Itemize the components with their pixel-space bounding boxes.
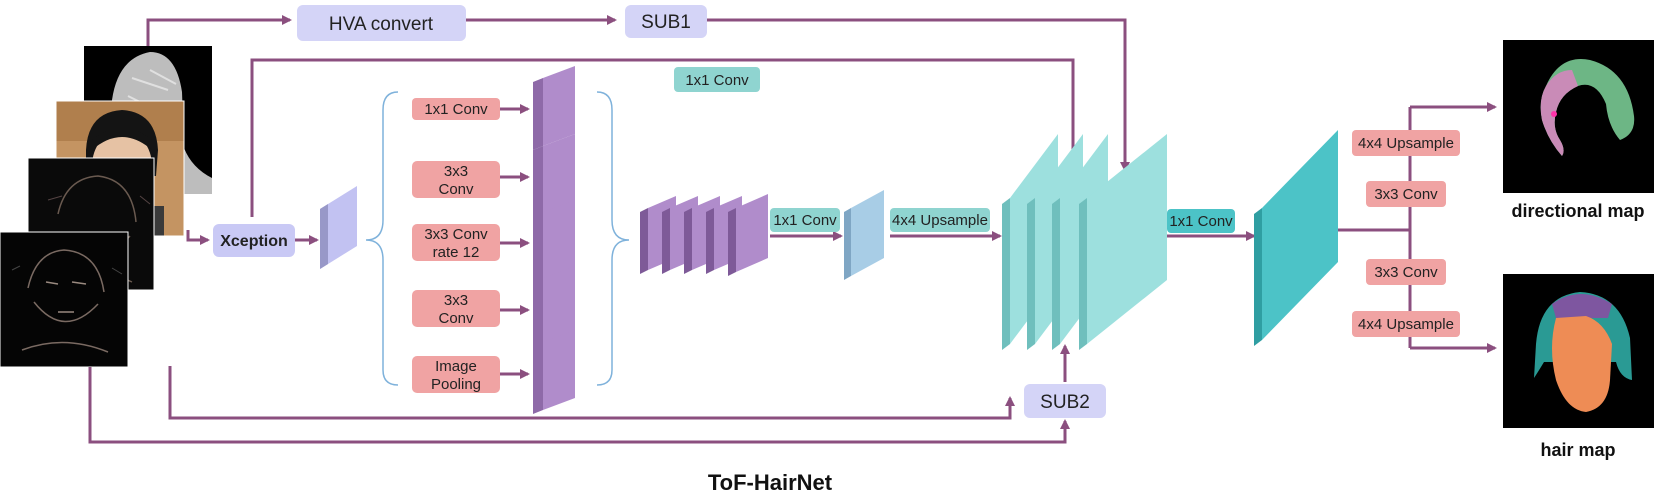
svg-text:SUB1: SUB1 (641, 12, 691, 33)
feature-block-xception-out (320, 186, 357, 269)
dir-upsample-box: 4x4 Upsample (1352, 130, 1460, 156)
svg-text:HVA convert: HVA convert (329, 14, 434, 35)
right-brace (596, 91, 630, 386)
dir-conv-box: 3x3 Conv (1366, 181, 1446, 207)
svg-text:3x3 Conv: 3x3 Conv (1374, 264, 1438, 281)
svg-text:1x1 Conv: 1x1 Conv (685, 72, 749, 89)
upsample-mid-box: 4x4 Upsample (890, 208, 990, 232)
svg-text:4x4 Upsample: 4x4 Upsample (1358, 316, 1454, 333)
xception-box: Xception (213, 224, 295, 257)
aspp-feature-blocks (533, 66, 575, 414)
svg-text:SUB2: SUB2 (1040, 392, 1090, 413)
svg-text:Conv: Conv (438, 310, 474, 327)
svg-text:1x1 Conv: 1x1 Conv (773, 212, 837, 229)
svg-text:4x4 Upsample: 4x4 Upsample (892, 212, 988, 229)
low-level-feature-block (844, 190, 884, 280)
input-images (0, 46, 212, 368)
hair-map-image (1503, 274, 1654, 428)
directional-map-image (1503, 40, 1654, 193)
hair-map-label: hair map (1540, 440, 1615, 460)
aspp-3x3-conv-box: 3x3 Conv (412, 161, 500, 198)
hva-convert-box: HVA convert (297, 5, 466, 41)
diagram-title: ToF-HairNet (708, 470, 833, 495)
edge-image-b (0, 231, 129, 368)
svg-text:rate 12: rate 12 (433, 244, 480, 261)
svg-text:3x3: 3x3 (444, 292, 468, 309)
aspp-3x3-conv-rate12-box: 3x3 Conv rate 12 (412, 224, 500, 261)
output-feature-block (1254, 130, 1338, 346)
connectors (88, 15, 1497, 444)
svg-text:Image: Image (435, 358, 477, 375)
svg-text:4x4 Upsample: 4x4 Upsample (1358, 135, 1454, 152)
conv1x1-right-box: 1x1 Conv (1167, 209, 1235, 233)
aspp-1x1-conv-box: 1x1 Conv (412, 98, 500, 120)
sub1-box: SUB1 (625, 5, 707, 38)
svg-text:ToF-HairNet: ToF-HairNet (708, 470, 833, 495)
svg-text:1x1 Conv: 1x1 Conv (424, 101, 488, 118)
svg-text:1x1 Conv: 1x1 Conv (1169, 213, 1233, 230)
concat-feature-blocks (640, 194, 768, 276)
aspp-image-pooling-box: Image Pooling (412, 356, 500, 393)
sub2-box: SUB2 (1024, 384, 1106, 418)
hair-upsample-box: 4x4 Upsample (1352, 311, 1460, 337)
svg-text:3x3 Conv: 3x3 Conv (424, 226, 488, 243)
svg-text:Conv: Conv (438, 181, 474, 198)
decoder-stack-blocks (1002, 134, 1167, 350)
hair-conv-box: 3x3 Conv (1366, 259, 1446, 285)
svg-text:3x3 Conv: 3x3 Conv (1374, 186, 1438, 203)
directional-map-label: directional map (1511, 201, 1644, 221)
svg-text:hair map: hair map (1540, 440, 1615, 460)
svg-text:3x3: 3x3 (444, 163, 468, 180)
svg-text:Xception: Xception (220, 233, 288, 250)
conv1x1-mid-box: 1x1 Conv (770, 208, 840, 232)
conv1x1-top-box: 1x1 Conv (674, 67, 760, 92)
svg-text:Pooling: Pooling (431, 376, 481, 393)
left-brace (365, 91, 399, 386)
svg-text:directional map: directional map (1511, 201, 1644, 221)
aspp-3x3-conv-box-2: 3x3 Conv (412, 290, 500, 327)
